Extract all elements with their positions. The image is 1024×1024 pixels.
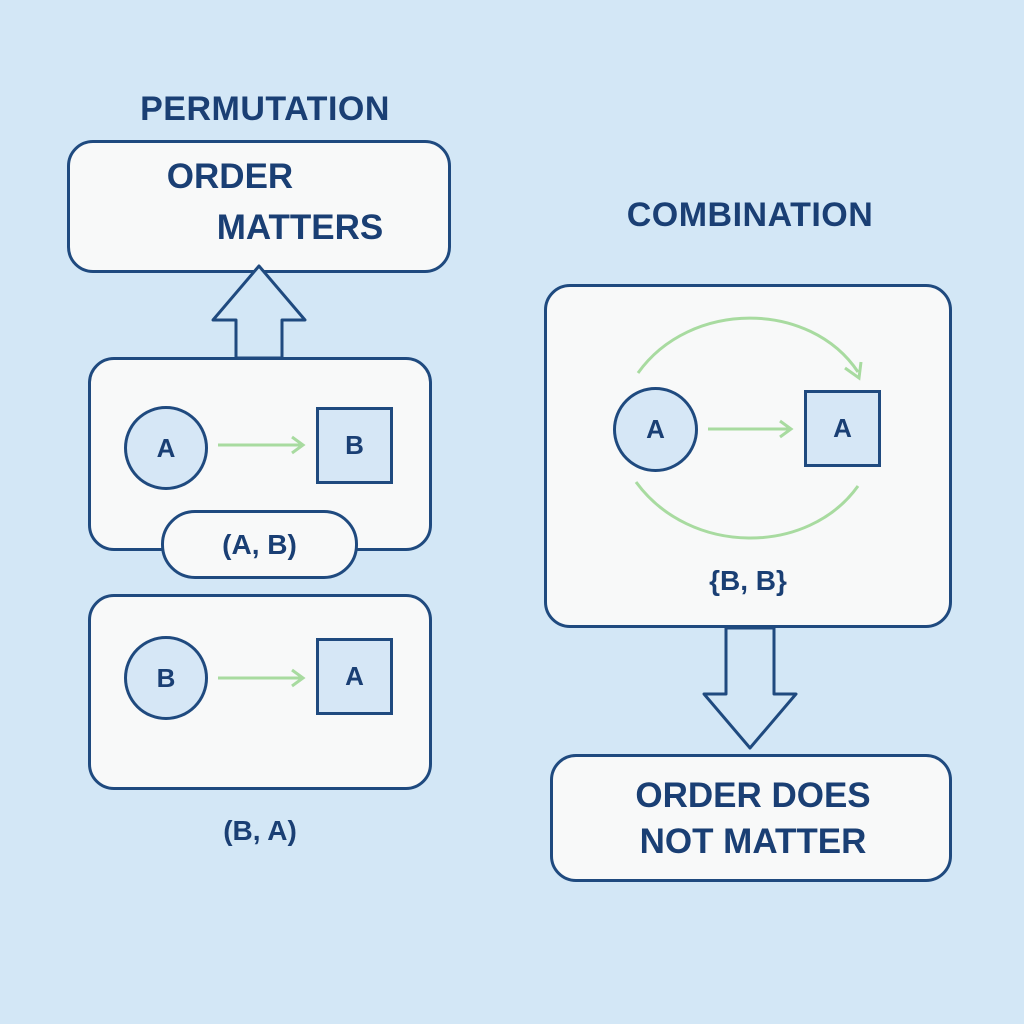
order-does-not-matter-line1: ORDER DOES bbox=[635, 776, 871, 815]
combination-heading: COMBINATION bbox=[626, 196, 874, 234]
order-matters-box: ORDER MATTERS bbox=[67, 140, 451, 273]
order-does-not-matter-box: ORDER DOES NOT MATTER bbox=[550, 754, 952, 882]
node-circle-b: B bbox=[124, 636, 208, 720]
order-matters-line1: ORDER bbox=[166, 157, 294, 196]
node-square-a: A bbox=[316, 638, 393, 715]
order-matters-line2: MATTERS bbox=[216, 208, 384, 247]
permutation-heading: PERMUTATION bbox=[140, 90, 390, 128]
tuple-ab-pill: (A, B) bbox=[161, 510, 358, 579]
set-bb-label: {B, B} bbox=[709, 565, 787, 596]
node-square-b: B bbox=[316, 407, 393, 484]
tuple-ba-label: (B, A) bbox=[223, 815, 297, 846]
order-does-not-matter-line2: NOT MATTER bbox=[639, 822, 867, 861]
node-circle-a: A bbox=[124, 406, 208, 490]
node-square-a: A bbox=[804, 390, 881, 467]
node-circle-a: A bbox=[613, 387, 698, 472]
